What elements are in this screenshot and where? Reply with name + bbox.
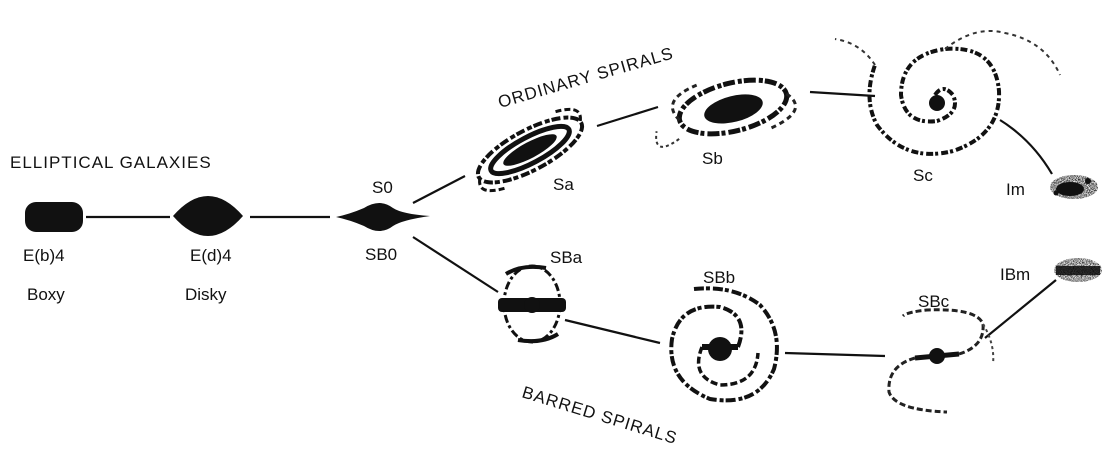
heading-barred-spirals: BARRED SPIRALS [520, 383, 680, 448]
line-sb0-to-sba [413, 237, 498, 292]
label-sa: Sa [553, 175, 574, 194]
heading-ordinary-spirals: ORDINARY SPIRALS [496, 44, 676, 112]
label-sc: Sc [913, 166, 933, 185]
line-sa-to-sb [597, 107, 658, 126]
label-disky: Disky [185, 285, 227, 304]
label-ibm: IBm [1000, 265, 1030, 284]
label-boxy: Boxy [27, 285, 65, 304]
line-sb-to-sc [810, 92, 875, 96]
sb-spiral-galaxy [646, 63, 800, 156]
heading-elliptical-galaxies: ELLIPTICAL GALAXIES [10, 153, 212, 172]
line-sbb-to-sbc [785, 353, 885, 356]
sbc-barred-spiral-galaxy [889, 310, 993, 412]
line-sc-to-im [1000, 120, 1052, 174]
label-ed4: E(d)4 [190, 246, 232, 265]
sbb-barred-spiral-galaxy [671, 288, 777, 400]
im-irregular-galaxy [1050, 175, 1098, 199]
line-sbc-to-ibm [985, 280, 1056, 338]
sba-barred-spiral-galaxy [498, 266, 566, 342]
label-sb0: SB0 [365, 245, 397, 264]
label-sb: Sb [702, 149, 723, 168]
sa-spiral-galaxy [466, 102, 594, 198]
sc-spiral-galaxy [835, 31, 1060, 154]
disky-elliptical-galaxy [173, 196, 243, 236]
line-s0-to-sa [413, 176, 465, 203]
label-sbc: SBc [918, 292, 950, 311]
label-eb4: E(b)4 [23, 246, 65, 265]
label-im: Im [1006, 180, 1025, 199]
ibm-barred-irregular-galaxy [1054, 258, 1102, 282]
label-sba: SBa [550, 248, 583, 267]
line-sba-to-sbb [565, 320, 660, 343]
label-sbb: SBb [703, 268, 735, 287]
boxy-elliptical-galaxy [25, 202, 83, 232]
lenticular-galaxy [336, 203, 430, 231]
label-s0: S0 [372, 178, 393, 197]
